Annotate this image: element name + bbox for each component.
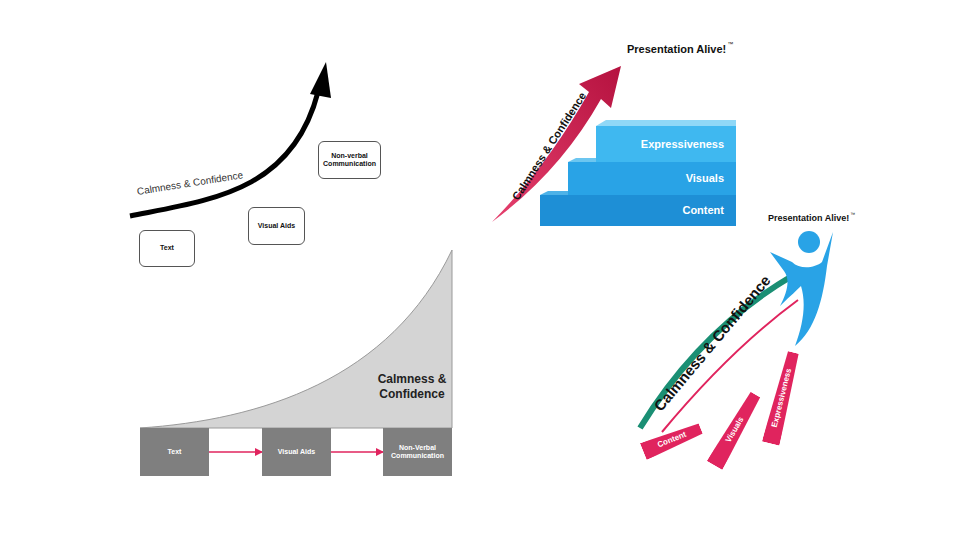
- node-text: Content: [656, 430, 687, 450]
- node-text: Expressiveness: [770, 368, 794, 429]
- label-text: ™: [850, 211, 855, 217]
- text-box: Visual Aids: [248, 207, 305, 245]
- text-box: Non-verbal Communication: [318, 141, 381, 179]
- stair-step: Visuals: [568, 162, 736, 195]
- node-text: Content: [682, 204, 724, 217]
- node-text: Text: [160, 244, 174, 252]
- node-text: Visuals: [686, 172, 724, 185]
- ribbon: Visuals: [707, 390, 764, 470]
- figure-body: [770, 232, 833, 346]
- stair-step: Content: [540, 195, 736, 226]
- label-text: Presentation Alive!: [627, 43, 726, 55]
- flow-arrow: [331, 451, 383, 453]
- curve-arrow: [130, 92, 318, 216]
- node-text: Text: [168, 448, 182, 456]
- node-text: Non-verbal Communication: [322, 152, 377, 168]
- stage-box: Visual Aids: [262, 428, 331, 476]
- label-text: Calmness & Confidence: [650, 272, 773, 414]
- text-box: Text: [139, 230, 195, 267]
- flow-arrow: [209, 451, 262, 453]
- label-text: Presentation Alive!: [768, 213, 849, 223]
- ribbon: Content: [640, 420, 704, 460]
- node-text: Expressiveness: [641, 138, 724, 151]
- arrow-head: [310, 62, 331, 98]
- growth-area: [140, 250, 452, 428]
- ribbon: Expressiveness: [762, 350, 802, 446]
- stage-box: Non-Verbal Communication: [383, 428, 452, 476]
- node-text: Non-Verbal Communication: [386, 444, 449, 460]
- label-text: Calmness & Confidence: [372, 372, 452, 402]
- node-text: Visual Aids: [258, 222, 295, 230]
- node-text: Visuals: [724, 416, 746, 445]
- stair-step: Expressiveness: [596, 126, 736, 162]
- label-text: ™: [727, 41, 733, 47]
- stage-box: Text: [140, 428, 209, 476]
- node-text: Visual Aids: [278, 448, 315, 456]
- figure-head: [798, 231, 820, 253]
